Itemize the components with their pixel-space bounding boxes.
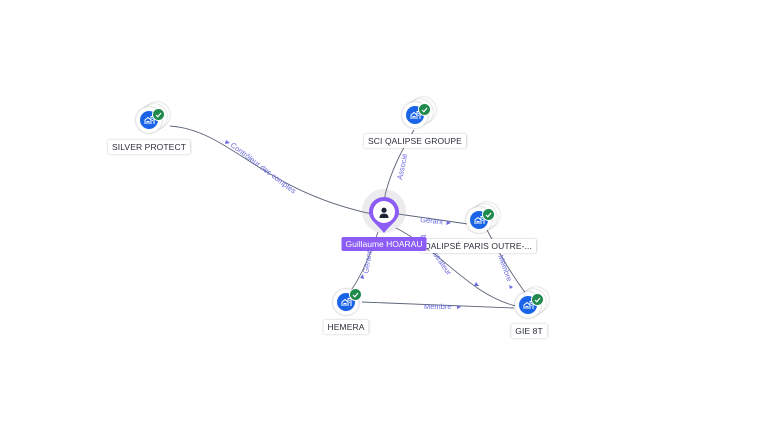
edge-person-gie [395, 227, 517, 307]
verified-check-icon [482, 208, 495, 221]
svg-text:Associé: Associé [395, 153, 409, 181]
company-label-qalipse-paris-outre[interactable]: QALIPSÉ PARIS OUTRE-... [420, 239, 536, 253]
company-label-silver-protect[interactable]: SILVER PROTECT [108, 140, 190, 154]
verified-check-icon [418, 103, 431, 116]
edge-label-associe: Associé [395, 153, 409, 181]
svg-text:Gérant: Gérant [361, 249, 374, 274]
person-icon [379, 206, 389, 218]
person-node[interactable] [368, 196, 400, 238]
verified-check-icon [349, 288, 362, 301]
company-label-hemera[interactable]: HEMERA [323, 320, 369, 334]
svg-text:Membre: Membre [424, 302, 452, 311]
arrow-icon [446, 221, 451, 225]
edge-hemera-gie [361, 301, 515, 309]
edge-person-qalipse [397, 213, 469, 225]
arrow-icon [457, 305, 461, 309]
arrow-icon [509, 285, 513, 289]
person-label[interactable]: Guillaume HOARAU [341, 237, 427, 251]
verified-check-icon [531, 293, 544, 306]
edge-label-gerant-hemera: Gérant [361, 249, 374, 274]
company-node-sci-qalipse-groupe[interactable] [402, 97, 442, 137]
edge-label-controleur: Contrôleur des comptes [229, 140, 298, 195]
svg-text:Membre: Membre [496, 254, 514, 283]
arrow-icon [360, 274, 364, 279]
arrow-icon [225, 140, 230, 144]
svg-text:Contrôleur des comptes: Contrôleur des comptes [229, 140, 298, 195]
edge-person-silver [169, 125, 373, 215]
company-node-hemera[interactable] [333, 286, 373, 326]
edge-label-membre-hemera: Membre [424, 302, 452, 311]
verified-check-icon [152, 108, 165, 121]
company-node-silver-protect[interactable] [136, 102, 176, 142]
company-label-sci-qalipse-groupe[interactable]: SCI QALIPSE GROUPE [364, 134, 466, 148]
company-node-gie-8t[interactable] [515, 287, 555, 327]
edge-label-membre-qalipse: Membre [496, 254, 514, 283]
edge-label-gerant-qalipse: Gérant [420, 215, 445, 226]
svg-text:Gérant: Gérant [420, 215, 445, 226]
company-label-gie-8t[interactable]: GIE 8T [511, 324, 547, 338]
arrow-icon [474, 282, 479, 286]
company-node-qalipse-paris-outre[interactable] [466, 202, 506, 242]
